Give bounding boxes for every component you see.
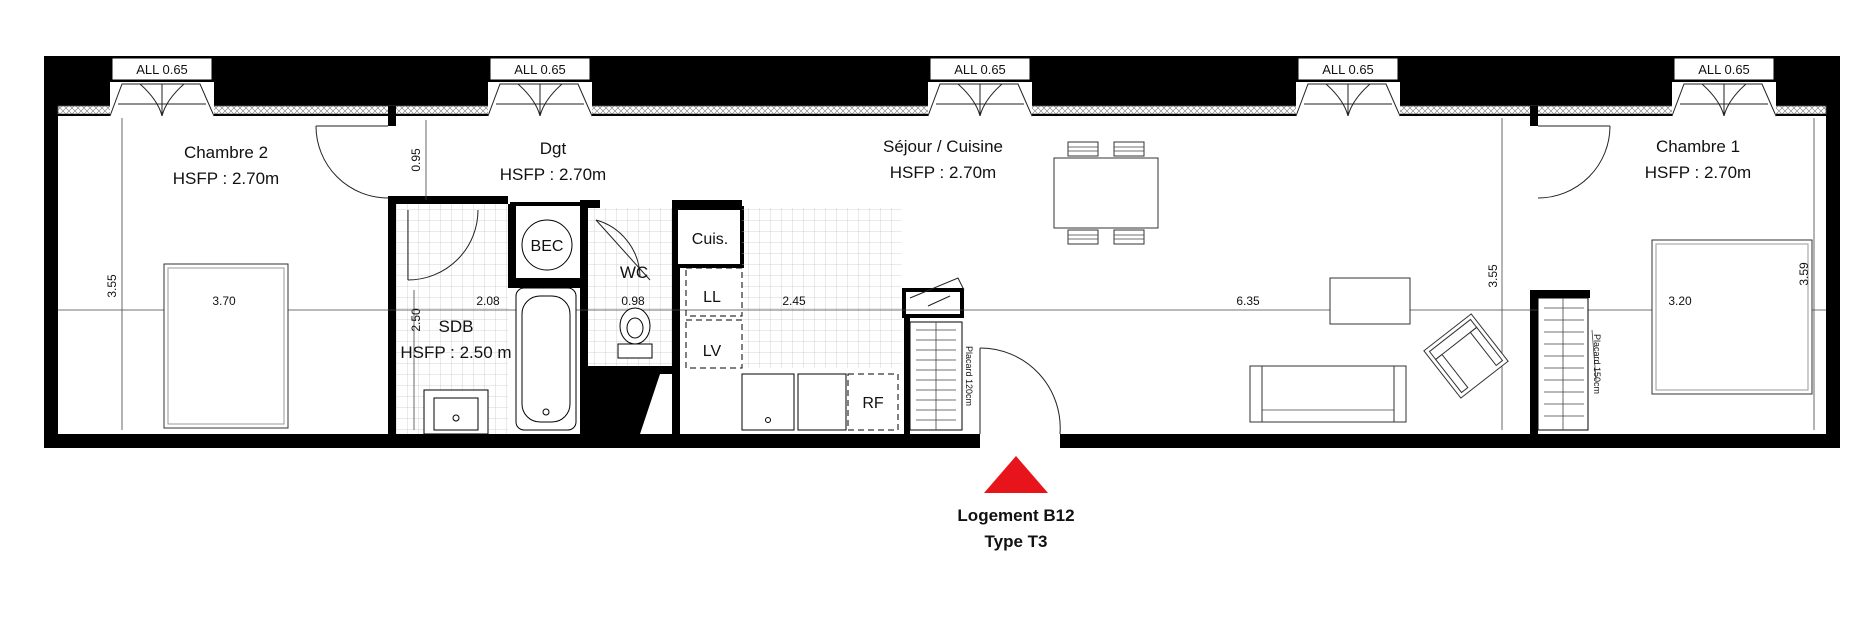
- dim-ch2-height: 3.55: [105, 274, 119, 298]
- tag-lv: LV: [703, 343, 722, 360]
- bed-chambre2: [163, 263, 289, 429]
- placard-150: [1537, 297, 1597, 431]
- dim-ch1-height: 3.59: [1797, 262, 1811, 286]
- window-5: ALL 0.65: [1671, 57, 1777, 117]
- room-name-chambre2: Chambre 2: [184, 143, 268, 162]
- room-name-sdb: SDB: [439, 317, 474, 336]
- dim-sdb-depth: 2.50: [409, 308, 423, 332]
- door-sdb[interactable]: [407, 209, 479, 281]
- room-height-chambre1: HSFP : 2.70m: [1645, 163, 1751, 182]
- room-height-sejour: HSFP : 2.70m: [890, 163, 996, 182]
- sink-sdb: [423, 389, 489, 435]
- bathtub: [515, 287, 577, 431]
- room-height-sdb: HSFP : 2.50 m: [400, 343, 511, 362]
- window-label-2: ALL 0.65: [514, 62, 566, 77]
- bec-cupboard: [521, 219, 573, 271]
- room-name-chambre1: Chambre 1: [1656, 137, 1740, 156]
- window-1: ALL 0.65: [109, 57, 215, 117]
- kitchen-counter: [685, 267, 899, 431]
- sofa: [1249, 365, 1407, 423]
- window-2: ALL 0.65: [487, 57, 593, 117]
- interior-walls: [388, 106, 1590, 434]
- dim-cuisine-width: 2.45: [782, 294, 806, 308]
- tag-rf: RF: [862, 395, 884, 412]
- dim-wc-width: 0.98: [621, 294, 645, 308]
- entrance-door[interactable]: [979, 347, 1061, 435]
- room-name-wc: WC: [620, 263, 648, 282]
- kitchen-tiles: [742, 208, 902, 368]
- bed-chambre1: [1651, 239, 1813, 395]
- toilet: [617, 307, 653, 359]
- dim-dgt-depth: 0.95: [409, 148, 423, 172]
- tag-placard-120: Placard 120cm: [964, 346, 974, 406]
- caption-type: Type T3: [985, 532, 1048, 551]
- tag-cuis: Cuis.: [692, 231, 728, 248]
- dimension-lines: [58, 118, 1826, 430]
- dim-sejour-width: 6.35: [1236, 294, 1260, 308]
- plumbing-shaft: [588, 374, 660, 434]
- window-4: ALL 0.65: [1295, 57, 1401, 117]
- window-label-3: ALL 0.65: [954, 62, 1006, 77]
- room-height-chambre2: HSFP : 2.70m: [173, 169, 279, 188]
- armchair: [1423, 313, 1509, 399]
- door-chambre1[interactable]: [1537, 125, 1611, 199]
- coffee-table: [1329, 277, 1411, 325]
- dim-sejour-height: 3.55: [1486, 264, 1500, 288]
- dim-ch2-width: 3.70: [212, 294, 236, 308]
- entrance-marker-icon: [984, 456, 1048, 493]
- dining-table: [1053, 141, 1159, 245]
- door-wc[interactable]: [595, 219, 651, 281]
- tag-ll: LL: [703, 289, 721, 306]
- window-3: ALL 0.65: [927, 57, 1033, 117]
- tag-bec: BEC: [531, 238, 564, 255]
- room-name-dgt: Dgt: [540, 139, 567, 158]
- room-name-sejour: Séjour / Cuisine: [883, 137, 1003, 156]
- window-label-1: ALL 0.65: [136, 62, 188, 77]
- placard-120: [909, 277, 965, 431]
- tag-placard-150: Placard 150cm: [1592, 334, 1602, 394]
- room-height-dgt: HSFP : 2.70m: [500, 165, 606, 184]
- dim-sdb-width: 2.08: [476, 294, 500, 308]
- window-label-5: ALL 0.65: [1698, 62, 1750, 77]
- dim-ch1-width: 3.20: [1668, 294, 1692, 308]
- caption-unit: Logement B12: [957, 506, 1074, 525]
- window-label-4: ALL 0.65: [1322, 62, 1374, 77]
- door-chambre2[interactable]: [315, 125, 389, 199]
